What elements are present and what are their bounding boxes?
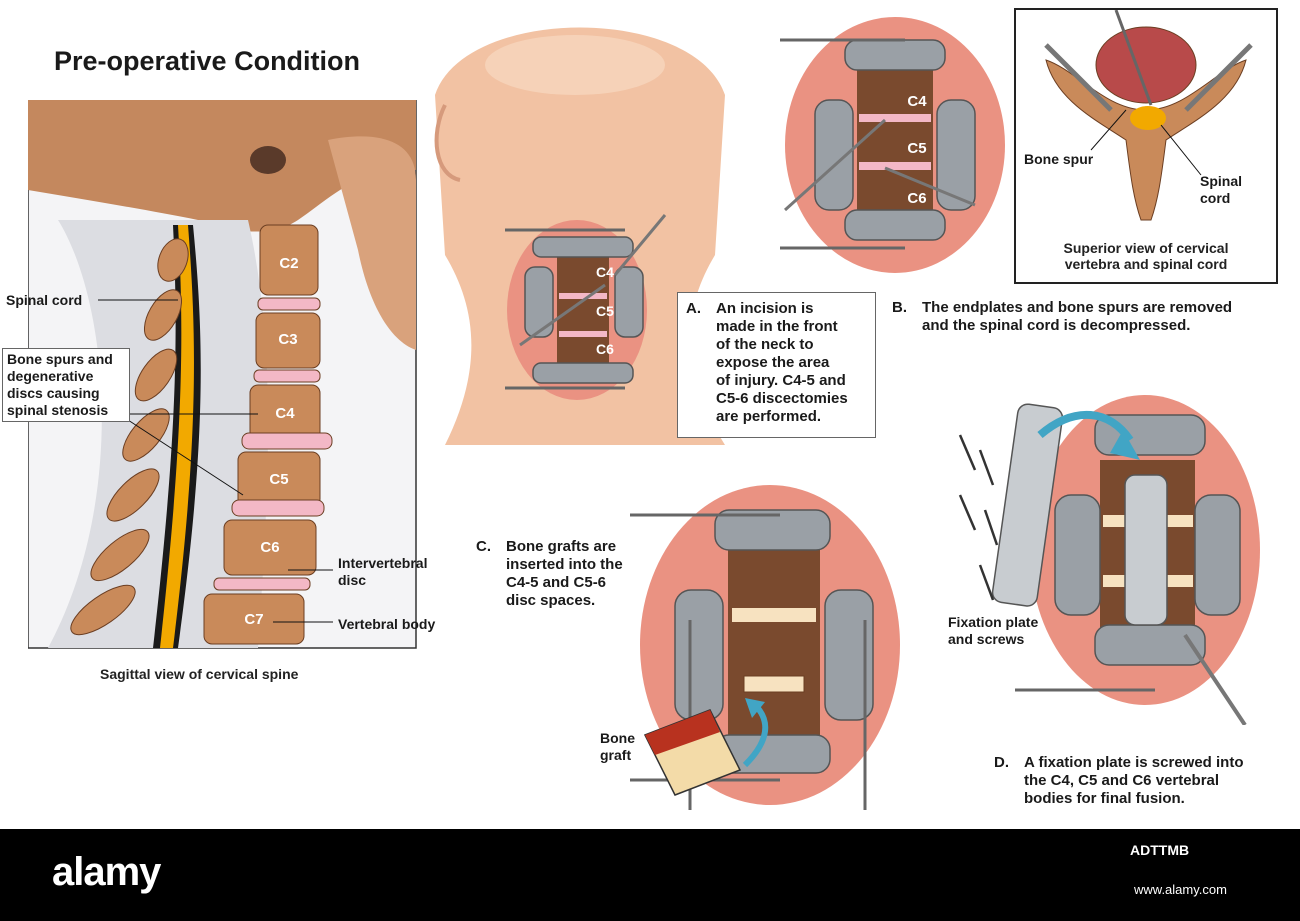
label-intervertebral-disc: Intervertebral disc [338, 555, 428, 588]
stepB-illustration: C4 C5 C6 [780, 17, 1005, 273]
footer-bar [0, 829, 1300, 921]
stepB-vertebra-c5: C5 [907, 140, 926, 157]
page-title: Pre-operative Condition [54, 46, 361, 76]
sagittal-illustration: C2 C3 C4 C5 C6 C7 [28, 100, 417, 649]
stepB-vertebra-c6: C6 [907, 190, 926, 207]
label-vertebral-body: Vertebral body [338, 616, 436, 632]
superior-illustration [1044, 10, 1253, 221]
superior-view-box: Bone spur Spinal cord Superior view of c… [1014, 8, 1278, 284]
stepB-text: B. The endplates and bone spurs are remo… [892, 299, 1233, 334]
sagittal-caption: Sagittal view of cervical spine [100, 666, 299, 682]
label-bone-spurs: Bone spurs and degenerative discs causin… [2, 348, 130, 422]
vertebra-label-c6: C6 [260, 539, 279, 556]
superior-label-bone-spur: Bone spur [1024, 151, 1094, 167]
vertebra-label-c5: C5 [269, 471, 288, 488]
vertebra-label-c7: C7 [244, 611, 263, 628]
stepA-vertebra-c6: C6 [596, 341, 614, 357]
superior-caption: Superior view of cervical vertebra and s… [1063, 240, 1229, 272]
stepC-illustration [630, 485, 900, 810]
vertebra-label-c4: C4 [275, 405, 295, 422]
stepD-text: D. A fixation plate is screwed into the … [994, 754, 1244, 807]
label-fixation-plate: Fixation plate and screws [948, 614, 1039, 647]
neck-illustration: C4 C5 C6 [434, 27, 725, 445]
superior-label-spinal-cord: Spinal cord [1200, 173, 1243, 206]
label-bone-graft: Bone graft [600, 730, 635, 763]
vertebra-label-c2: C2 [279, 255, 298, 272]
footer-url: www.alamy.com [1134, 882, 1227, 897]
stepA-vertebra-c5: C5 [596, 303, 614, 319]
label-spinal-cord: Spinal cord [6, 292, 83, 308]
stepC-text: C. Bone grafts are inserted into the C4-… [476, 538, 623, 609]
stepA-textbox: A. An incision is made in the front of t… [677, 292, 876, 438]
stepA-vertebra-c4: C4 [596, 264, 614, 280]
vertebra-label-c3: C3 [278, 331, 297, 348]
footer-image-code: ADTTMB [1130, 842, 1190, 858]
stepA-text: An incision is made in the front of the … [716, 300, 848, 425]
footer-brand-logo: alamy [52, 850, 161, 894]
stepD-illustration [958, 395, 1260, 725]
stepA-letter: A. [686, 300, 701, 317]
stepB-vertebra-c4: C4 [907, 93, 927, 110]
